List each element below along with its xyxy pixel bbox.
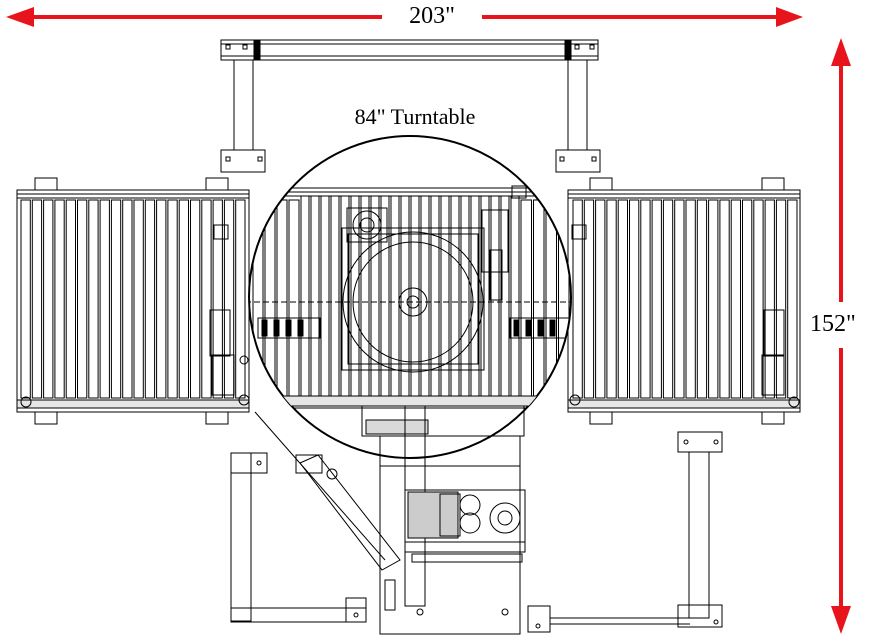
- right-roller-conveyor: [568, 178, 800, 424]
- conveyor-roller: [111, 200, 120, 398]
- conveyor-roller: [202, 200, 211, 398]
- lower-left-frame: [231, 453, 366, 622]
- turntable-bearing: [342, 186, 526, 372]
- conveyor-roller: [675, 200, 684, 398]
- turntable-roller: [371, 196, 379, 396]
- conveyor-roller: [32, 200, 41, 398]
- conveyor-roller: [157, 200, 166, 398]
- discharge-section: [255, 406, 525, 634]
- conveyor-roller: [765, 200, 774, 398]
- conveyor-roller: [776, 200, 785, 398]
- height-dimension-label: 152": [810, 308, 873, 340]
- conveyor-roller: [123, 200, 132, 398]
- conveyor-roller: [213, 200, 222, 398]
- conveyor-roller: [21, 200, 30, 398]
- turntable-roller: [441, 196, 449, 396]
- turntable-roller: [511, 196, 519, 396]
- turntable-roller: [301, 196, 309, 396]
- turntable-roller: [501, 196, 509, 396]
- left-roller-conveyor: [17, 178, 249, 424]
- turntable-roller: [431, 196, 439, 396]
- turntable-roller: [421, 196, 429, 396]
- conveyor-roller: [55, 200, 64, 398]
- conveyor-roller: [743, 200, 752, 398]
- turntable-roller: [341, 196, 349, 396]
- conveyor-roller: [224, 200, 233, 398]
- conveyor-roller: [720, 200, 729, 398]
- turntable-roller: [451, 196, 459, 396]
- conveyor-roller: [168, 200, 177, 398]
- conveyor-roller: [100, 200, 109, 398]
- height-dimension-arrow: [831, 38, 851, 634]
- turntable-roller: [401, 196, 409, 396]
- conveyor-roller: [788, 200, 797, 398]
- turntable-roller: [351, 196, 359, 396]
- conveyor-roller: [66, 200, 75, 398]
- conveyor-roller: [78, 200, 87, 398]
- turntable-roller: [471, 196, 479, 396]
- conveyor-roller: [618, 200, 627, 398]
- lower-right-frame: [528, 432, 722, 632]
- conveyor-roller: [573, 200, 582, 398]
- conveyor-roller: [89, 200, 98, 398]
- conveyor-roller: [44, 200, 53, 398]
- conveyor-roller: [584, 200, 593, 398]
- turntable-roller: [391, 196, 399, 396]
- conveyor-roller: [686, 200, 695, 398]
- top-support-frame: [221, 40, 600, 172]
- conveyor-roller: [145, 200, 154, 398]
- turntable: [236, 136, 588, 458]
- conveyor-roller: [754, 200, 763, 398]
- conveyor-roller: [134, 200, 143, 398]
- turntable-roller: [321, 196, 329, 396]
- turntable-roller: [491, 196, 499, 396]
- conveyor-roller: [179, 200, 188, 398]
- turntable-roller: [461, 196, 469, 396]
- turntable-label: 84" Turntable: [354, 104, 476, 129]
- turntable-roller: [331, 196, 339, 396]
- conveyor-roller: [607, 200, 616, 398]
- conveyor-roller: [641, 200, 650, 398]
- conveyor-roller: [236, 200, 245, 398]
- turntable-roller: [381, 196, 389, 396]
- width-dimension-arrow: [6, 7, 803, 27]
- conveyor-roller: [630, 200, 639, 398]
- turntable-roller: [361, 196, 369, 396]
- turntable-roller: [481, 196, 489, 396]
- conveyor-roller: [697, 200, 706, 398]
- conveyor-roller: [663, 200, 672, 398]
- conveyor-roller: [652, 200, 661, 398]
- conveyor-roller: [709, 200, 718, 398]
- width-dimension-label: 203": [388, 4, 476, 28]
- turntable-roller: [521, 200, 532, 396]
- turntable-roller: [289, 200, 299, 396]
- conveyor-roller: [596, 200, 605, 398]
- turntable-roller: [311, 196, 319, 396]
- conveyor-roller: [731, 200, 740, 398]
- conveyor-roller: [191, 200, 200, 398]
